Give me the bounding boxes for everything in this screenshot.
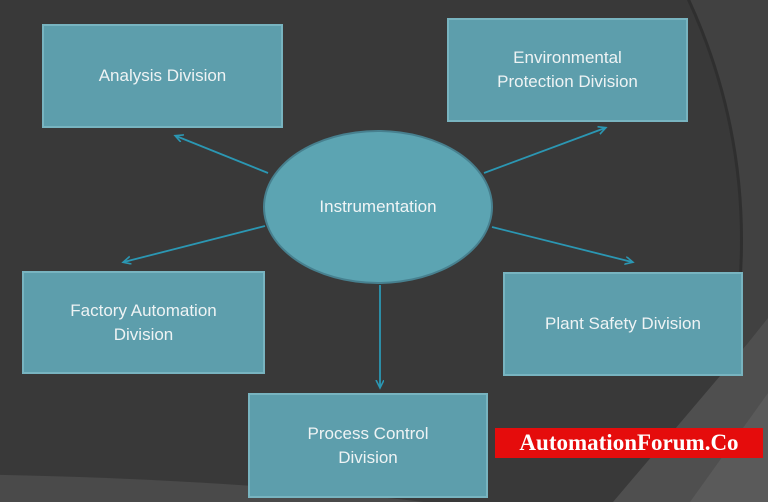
node-label: Analysis Division (98, 66, 227, 85)
node-factory-automation-division: Factory Automation Division (22, 271, 265, 374)
node-plant-safety-division: Plant Safety Division (503, 272, 743, 376)
node-label-line1: Factory Automation (70, 300, 217, 320)
node-label-line2: Division (338, 447, 398, 467)
center-node-label: Instrumentation (319, 197, 437, 216)
node-instrumentation-center: Instrumentation (263, 130, 493, 284)
node-analysis-division: Analysis Division (42, 24, 283, 128)
watermark-banner: AutomationForum.Co (495, 428, 763, 458)
node-environmental-protection-division: Environmental Protection Division (447, 18, 688, 122)
node-label-line2: Protection Division (497, 72, 638, 91)
node-label-line1: Process Control (307, 423, 429, 443)
node-label-line1: Environmental (513, 48, 622, 67)
node-process-control-division: Process Control Division (248, 393, 488, 498)
watermark-text: AutomationForum.Co (519, 430, 739, 455)
node-label: Plant Safety Division (545, 314, 701, 333)
node-label-line2: Division (113, 324, 174, 344)
